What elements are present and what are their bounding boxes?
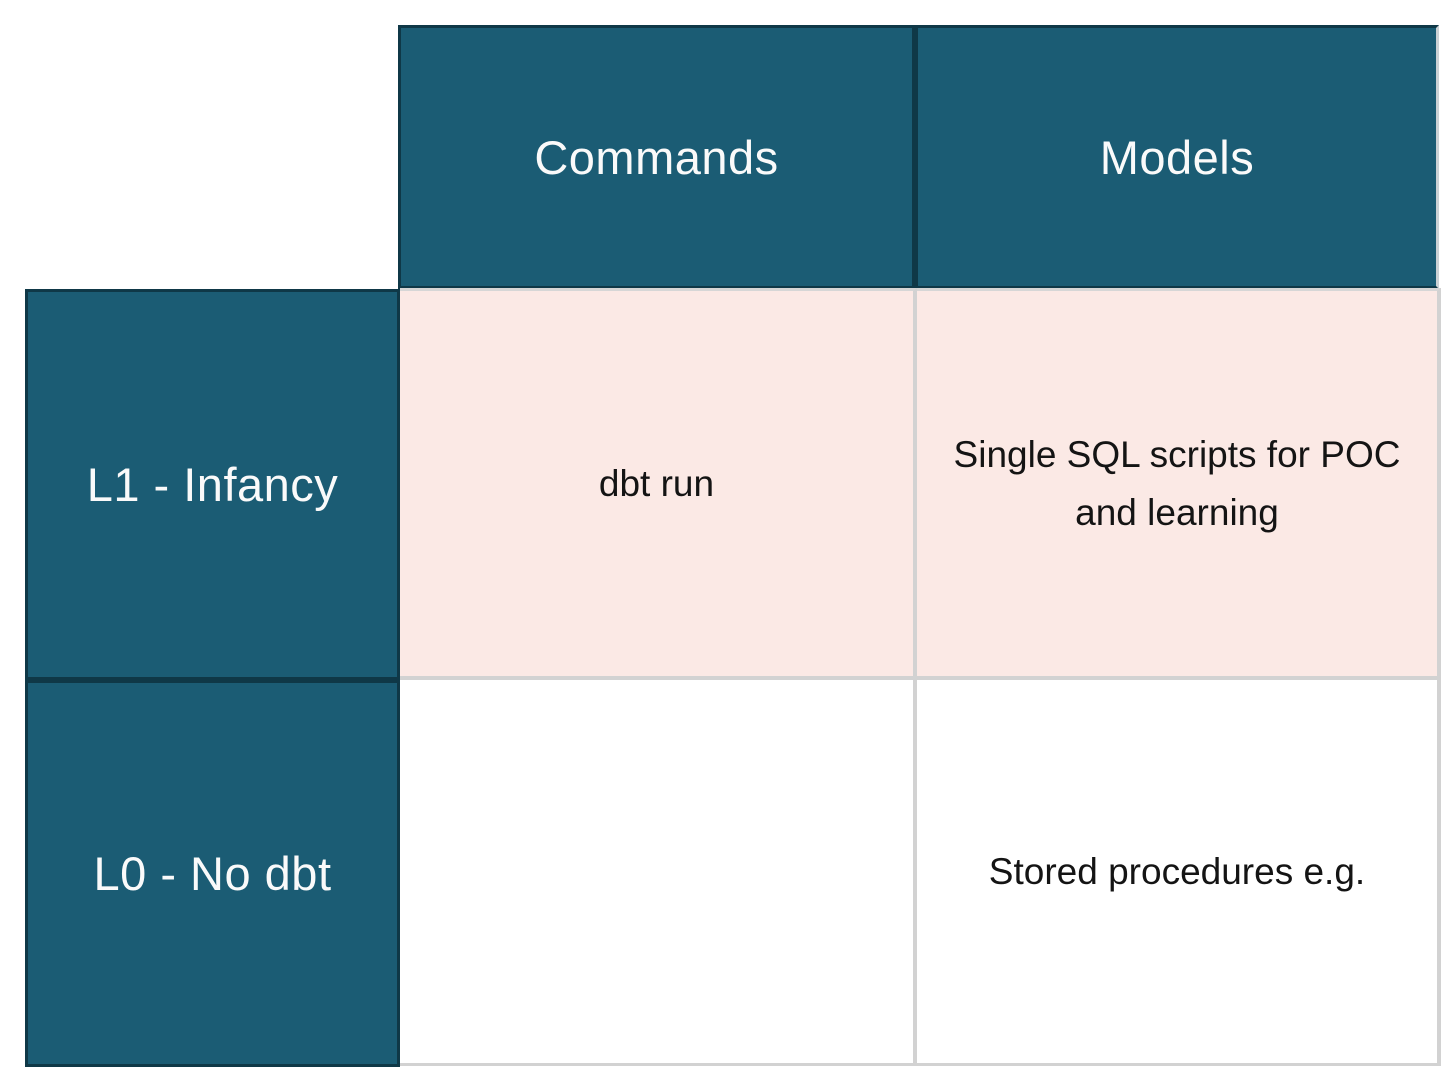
column-header-models-label: Models bbox=[1099, 130, 1255, 184]
column-header-models: Models bbox=[915, 25, 1439, 289]
column-header-commands-label: Commands bbox=[534, 130, 779, 184]
row-header-l1-label: L1 - Infancy bbox=[86, 458, 339, 511]
row-header-l1-infancy: L1 - Infancy bbox=[25, 289, 400, 680]
cell-l1-models-text: Single SQL scripts for POC and learning bbox=[953, 434, 1401, 533]
row-header-l0-no-dbt: L0 - No dbt bbox=[25, 680, 400, 1067]
cell-l1-commands-text: dbt run bbox=[598, 462, 715, 504]
cell-l0-commands bbox=[400, 680, 917, 1066]
column-header-commands: Commands bbox=[398, 25, 915, 289]
row-header-l0-label: L0 - No dbt bbox=[93, 847, 332, 900]
cell-l1-models: Single SQL scripts for POC and learning bbox=[917, 288, 1441, 680]
cell-l0-models: Stored procedures e.g. bbox=[917, 680, 1441, 1066]
cell-l1-commands: dbt run bbox=[400, 288, 917, 680]
cell-l0-models-text: Stored procedures e.g. bbox=[988, 850, 1366, 892]
